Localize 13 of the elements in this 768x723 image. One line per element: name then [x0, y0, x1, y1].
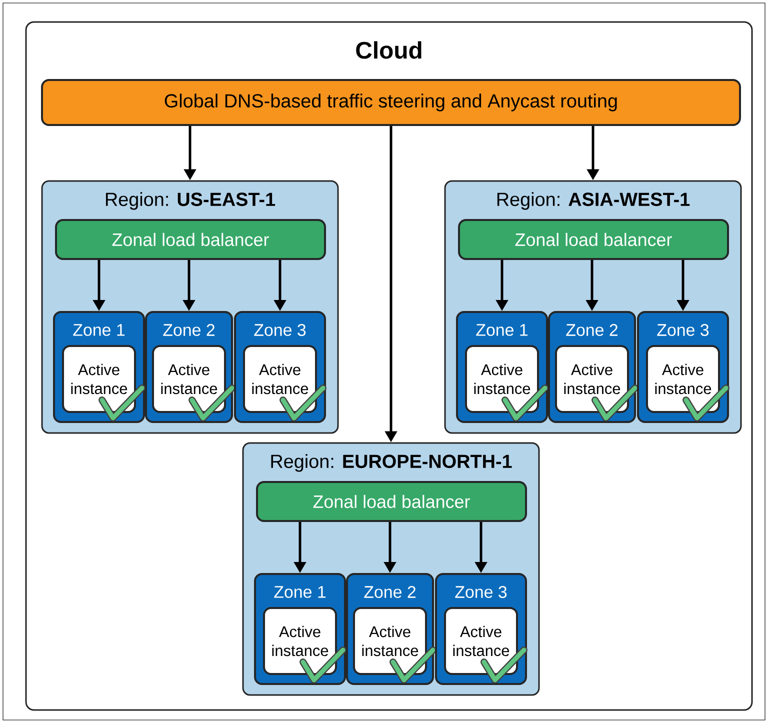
instance-box: Active instance [444, 607, 518, 675]
instance-box: Active instance [353, 607, 427, 675]
instance-box: Active instance [152, 345, 226, 413]
routing-bar: Global DNS-based traffic steering and Anycast routing [41, 79, 741, 126]
instance-box: Active instance [62, 345, 136, 413]
load-balancer-box: Zonal load balancer [458, 219, 729, 260]
instance-box: Active instance [555, 345, 629, 413]
instance-box: Active instance [646, 345, 720, 413]
instance-box: Active instance [243, 345, 317, 413]
instance-box: Active instance [263, 607, 337, 675]
load-balancer-box: Zonal load balancer [55, 219, 326, 260]
instance-box: Active instance [465, 345, 539, 413]
load-balancer-box: Zonal load balancer [256, 481, 527, 522]
